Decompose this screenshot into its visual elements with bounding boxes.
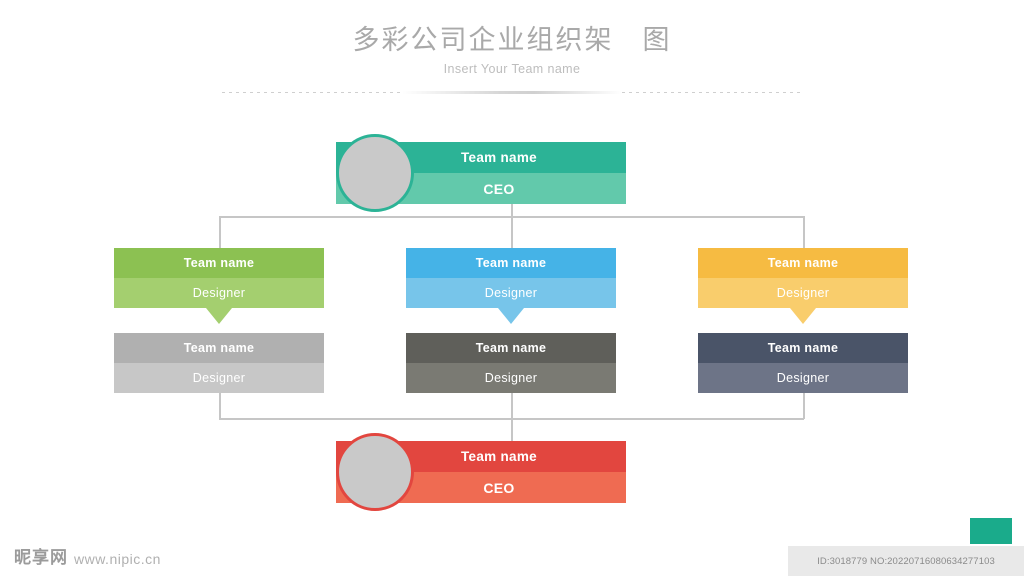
node-level3-1-name: Team name: [114, 333, 324, 363]
node-level2-1-name: Team name: [114, 248, 324, 278]
page-subtitle: Insert Your Team name: [443, 62, 581, 76]
connector-branch-mid: [511, 216, 513, 250]
node-level2-3-role: Designer: [698, 278, 908, 308]
node-level2-1[interactable]: Team name Designer: [114, 248, 324, 308]
footer-green-badge: [970, 518, 1012, 544]
connector-l3-mid-down: [511, 392, 513, 419]
watermark-cn-text: 昵享网: [14, 548, 68, 567]
avatar-ceo-bottom: [336, 433, 414, 511]
node-level3-2[interactable]: Team name Designer: [406, 333, 616, 393]
node-level3-3-role: Designer: [698, 363, 908, 393]
node-level2-2-role: Designer: [406, 278, 616, 308]
node-level3-2-role: Designer: [406, 363, 616, 393]
avatar-ceo-top: [336, 134, 414, 212]
divider-bar: [402, 91, 622, 94]
divider-dash-left: [222, 92, 402, 93]
image-id-bar: ID:3018779 NO:20220716080634277103: [788, 546, 1024, 576]
node-level2-2[interactable]: Team name Designer: [406, 248, 616, 308]
arrow-level2-2: [498, 308, 524, 324]
connector-l3-right-down: [803, 392, 805, 419]
footer-bar: 昵享网 www.nipic.cn ID:3018779 NO:202207160…: [0, 518, 1024, 576]
connector-ceo-down: [511, 204, 513, 216]
page-title: 多彩公司企业组织架 图: [352, 25, 672, 55]
arrow-level2-1: [206, 308, 232, 324]
node-level3-1[interactable]: Team name Designer: [114, 333, 324, 393]
connector-branch-left: [219, 216, 221, 250]
header-divider: [222, 91, 802, 94]
divider-dash-right: [622, 92, 802, 93]
image-id-text: ID:3018779 NO:20220716080634277103: [817, 555, 995, 567]
connector-l3-left-down: [219, 392, 221, 419]
connector-bottom-ceo-up: [511, 418, 513, 441]
node-level3-1-role: Designer: [114, 363, 324, 393]
node-level2-2-name: Team name: [406, 248, 616, 278]
watermark: 昵享网 www.nipic.cn: [14, 543, 161, 568]
node-level2-3-name: Team name: [698, 248, 908, 278]
node-level2-3[interactable]: Team name Designer: [698, 248, 908, 308]
node-level2-1-role: Designer: [114, 278, 324, 308]
connector-branch-right: [803, 216, 805, 250]
watermark-url-text: www.nipic.cn: [74, 551, 161, 567]
node-level3-3-name: Team name: [698, 333, 908, 363]
node-level3-2-name: Team name: [406, 333, 616, 363]
arrow-level2-3: [790, 308, 816, 324]
node-level3-3[interactable]: Team name Designer: [698, 333, 908, 393]
